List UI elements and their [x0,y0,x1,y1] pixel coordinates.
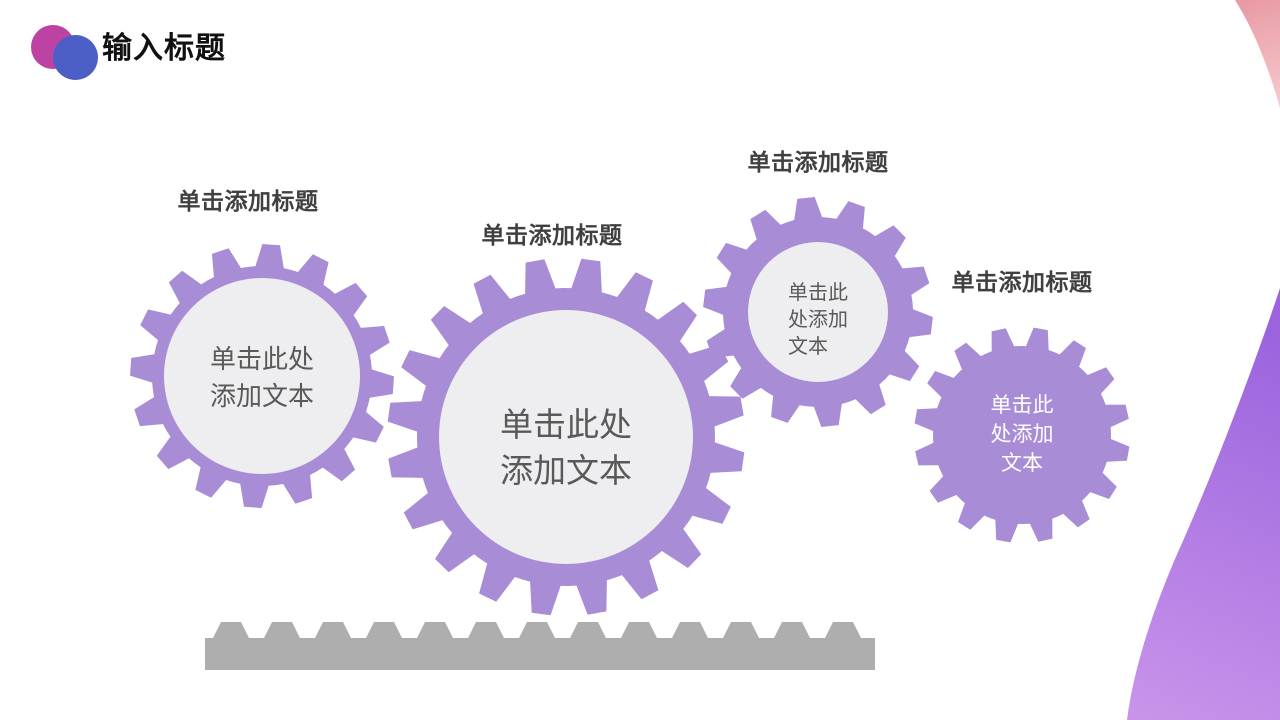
gear-center-circle-3 [748,242,888,382]
gear1-text-placeholder[interactable]: 单击此处 添加文本 [162,342,362,416]
gear3-text-placeholder[interactable]: 单击此 处添加 文本 [788,279,878,360]
gear-rack-bar [205,622,875,670]
deco-circle-blue [53,35,98,80]
gear4-text-placeholder[interactable]: 单击此 处添加 文本 [952,391,1092,478]
text-line: 添加文本 [209,382,314,412]
bottom-right-purple-wave [1127,288,1280,720]
gear2-text-placeholder[interactable]: 单击此处 添加文本 [416,402,716,494]
text-line: 单击此处 [209,345,314,375]
gear-center-circle-2 [439,310,693,564]
text-line: 单击此处 [500,405,632,444]
gear-center-circle-1 [164,278,360,474]
gear1-title-placeholder[interactable]: 单击添加标题 [177,189,319,215]
gear-shape-4 [914,327,1130,543]
text-line: 添加文本 [500,451,632,490]
text-line: 单击此 [990,393,1054,417]
text-line: 文本 [788,334,828,358]
gear4-title-placeholder[interactable]: 单击添加标题 [951,270,1093,296]
gear2-title-placeholder[interactable]: 单击添加标题 [481,223,623,249]
text-line: 单击此 [788,280,848,304]
corner-pink-wedge [1235,0,1280,108]
gear3-title-placeholder[interactable]: 单击添加标题 [747,150,889,176]
slide-title-placeholder[interactable]: 输入标题 [102,31,226,66]
text-line: 处添加 [990,422,1054,446]
text-line: 文本 [1001,451,1043,475]
text-line: 处添加 [788,307,848,331]
